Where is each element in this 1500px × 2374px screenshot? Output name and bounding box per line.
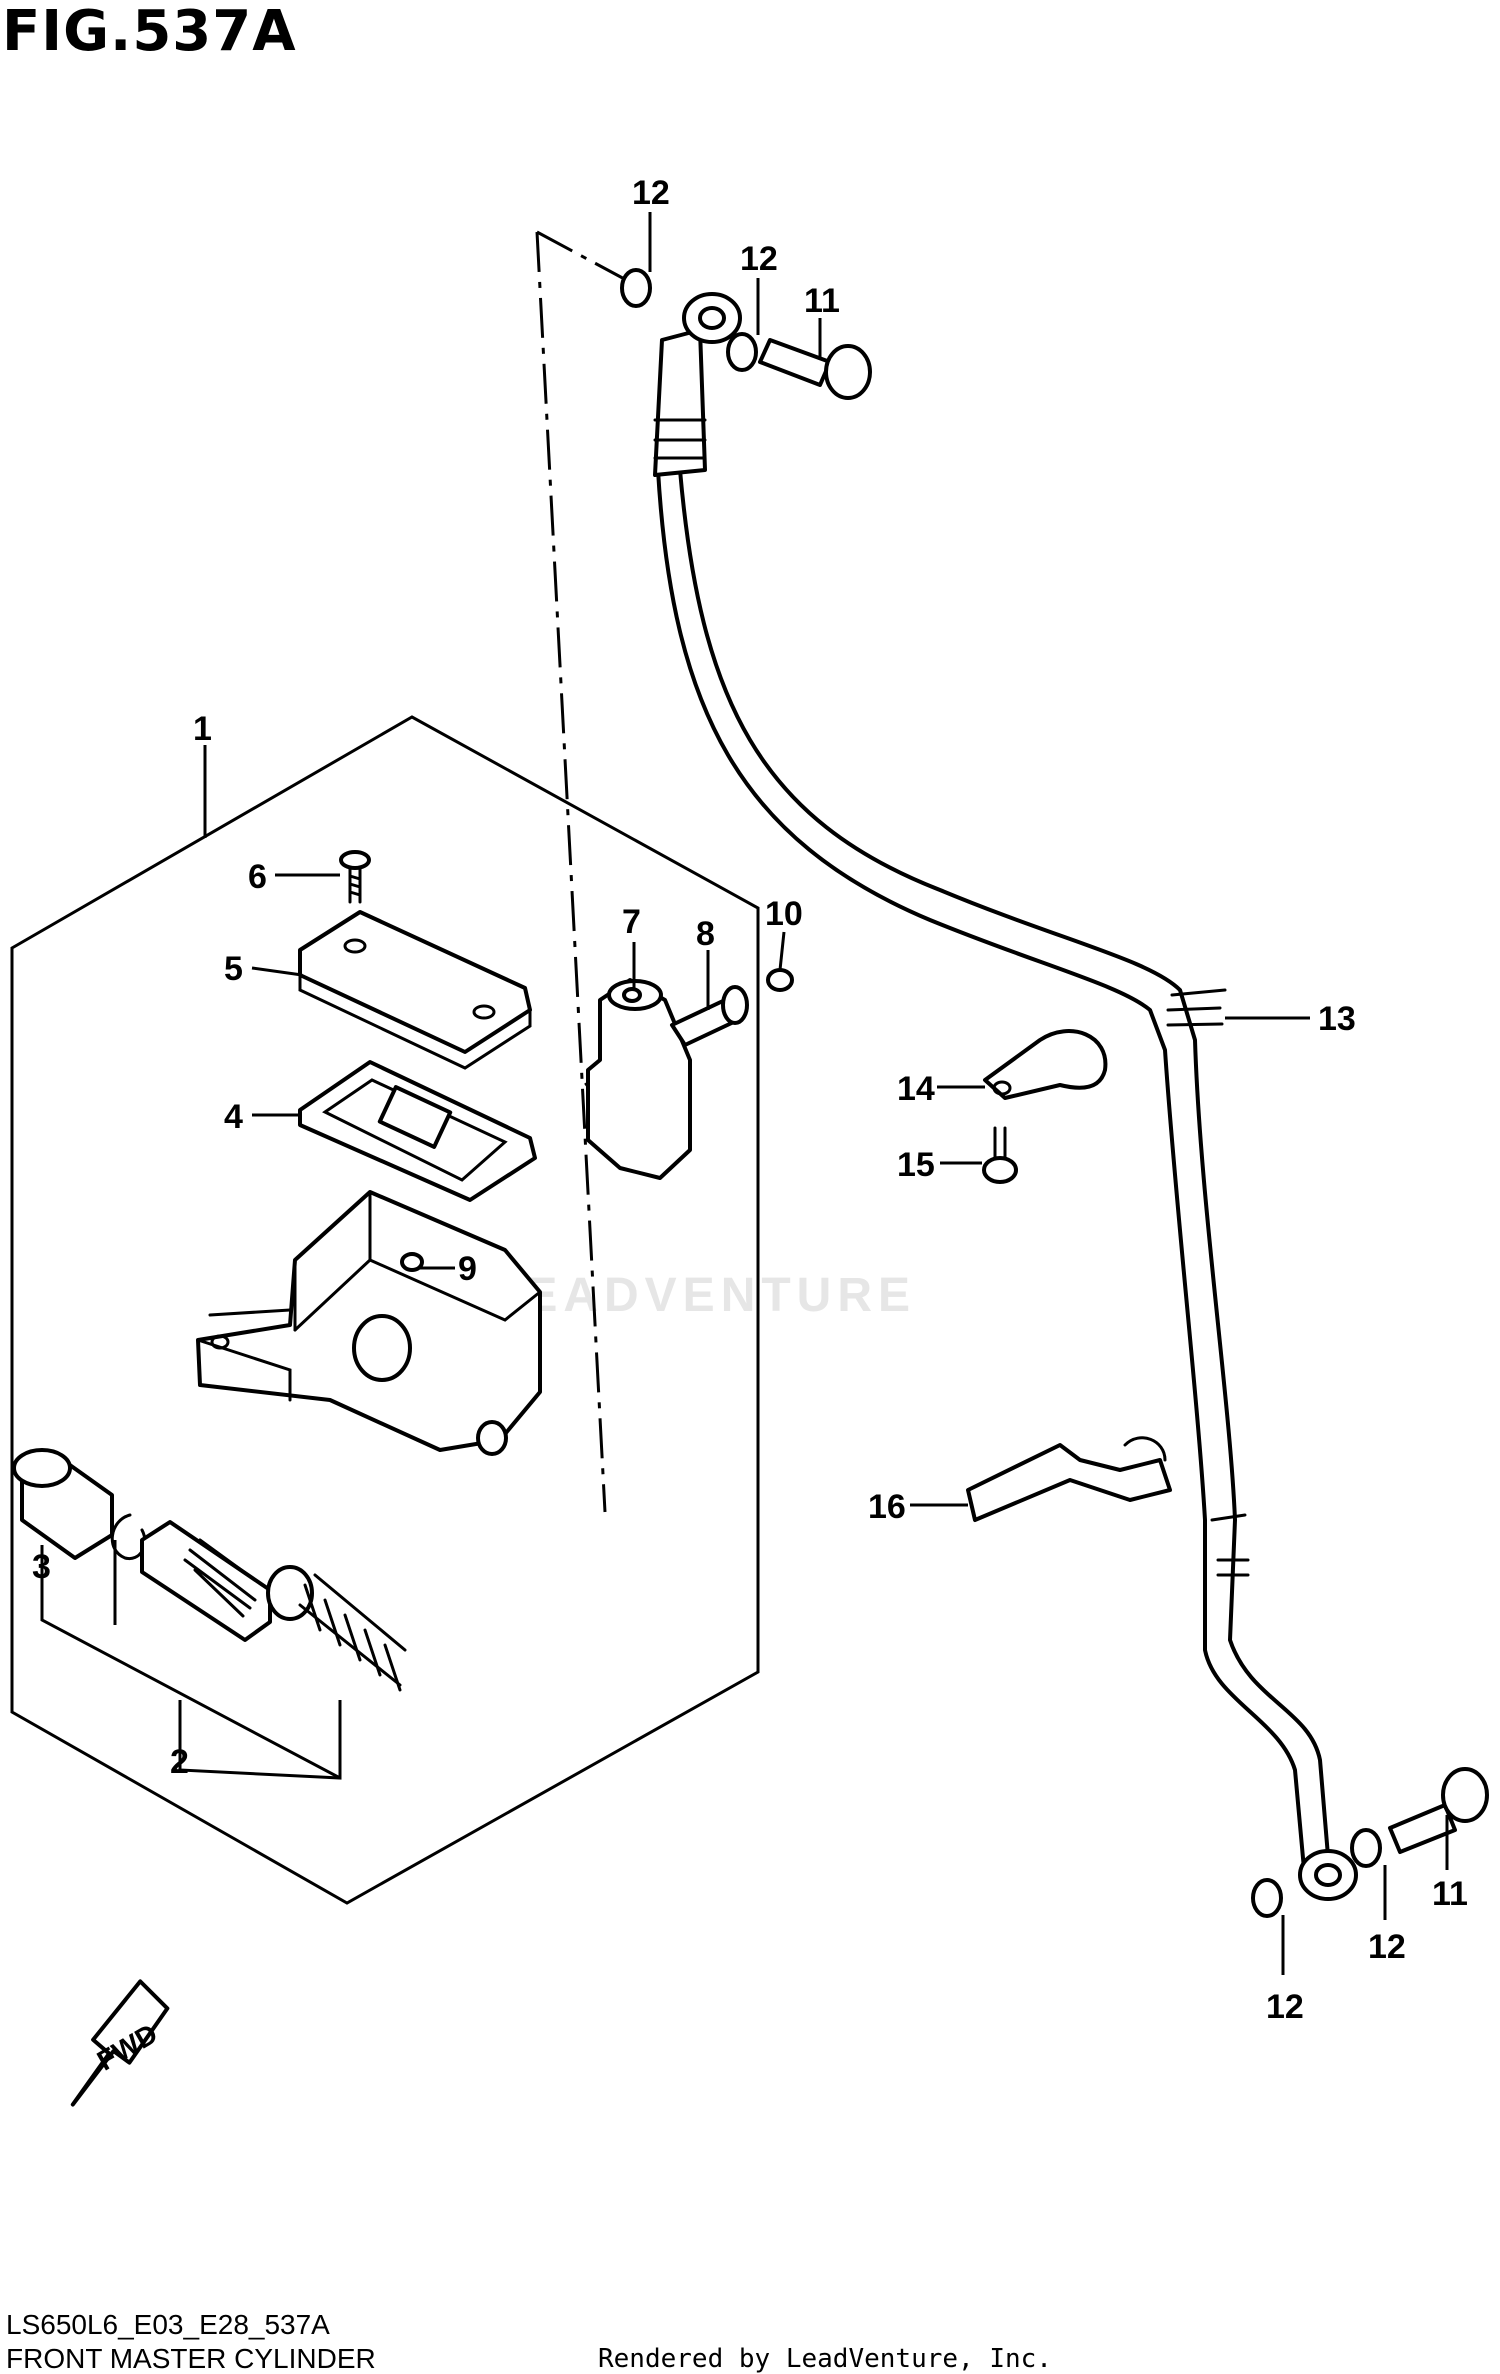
callout-5: 5 [224, 950, 243, 988]
washer [726, 332, 758, 372]
master-cylinder-body [196, 1190, 542, 1456]
drawing-code: LS650L6_E03_E28_537A [6, 2309, 330, 2340]
circlip [110, 1513, 147, 1561]
callout-13: 13 [1318, 1000, 1356, 1038]
reservoir-cover [298, 910, 532, 1070]
callout-6: 6 [248, 858, 267, 896]
callout-11-top: 11 [804, 282, 840, 320]
banjo-bolt-top [758, 338, 872, 400]
watermark: LEADVENTURE [490, 1269, 917, 1322]
callout-10: 10 [765, 895, 803, 933]
washer [620, 268, 652, 308]
callout-2: 2 [170, 1743, 189, 1781]
callout-12-c: 12 [1368, 1928, 1406, 1966]
return-spring [266, 1565, 407, 1692]
callout-14: 14 [897, 1070, 935, 1108]
callout-11-bottom: 11 [1432, 1875, 1468, 1913]
leader-10 [778, 931, 786, 971]
brake-hose [653, 292, 1358, 1901]
clamp-bolt-15 [982, 1126, 1018, 1184]
hose-bracket [966, 1436, 1172, 1522]
callout-3: 3 [32, 1548, 51, 1586]
washer [1251, 1878, 1283, 1918]
leader-5 [251, 966, 303, 977]
rendered-by: Rendered by LeadVenture, Inc. [598, 2344, 1052, 2374]
figure-title: FIG.537A [2, 0, 297, 64]
leader-2 [40, 1545, 341, 1780]
hose-clamp [983, 1029, 1108, 1100]
callout-4: 4 [224, 1098, 243, 1136]
clamp-nut [766, 968, 794, 992]
piston-cup [12, 1448, 114, 1560]
leader-2b [178, 1700, 342, 1780]
diaphragm-plate [298, 1060, 537, 1202]
callout-9: 9 [458, 1250, 477, 1288]
washer [1350, 1828, 1382, 1868]
drawing-name: FRONT MASTER CYLINDER [6, 2343, 376, 2374]
body-screw [400, 1252, 424, 1272]
alignment-line [536, 230, 631, 284]
callout-16: 16 [868, 1488, 906, 1526]
callout-12-a: 12 [632, 174, 670, 212]
callout-15: 15 [897, 1146, 935, 1184]
handlebar-clamp [586, 978, 692, 1180]
callout-12-b: 12 [740, 240, 778, 278]
forward-arrow: FWD [70, 1979, 170, 2107]
callout-1: 1 [193, 710, 212, 748]
piston [140, 1520, 272, 1642]
callout-8: 8 [696, 915, 715, 953]
cover-screw [339, 850, 371, 904]
alignment-line [535, 231, 607, 1513]
assembly-outline [10, 715, 760, 1905]
callout-7: 7 [622, 903, 641, 941]
banjo-bolt-bottom [1388, 1767, 1489, 1854]
callout-12-d: 12 [1266, 1988, 1304, 2026]
